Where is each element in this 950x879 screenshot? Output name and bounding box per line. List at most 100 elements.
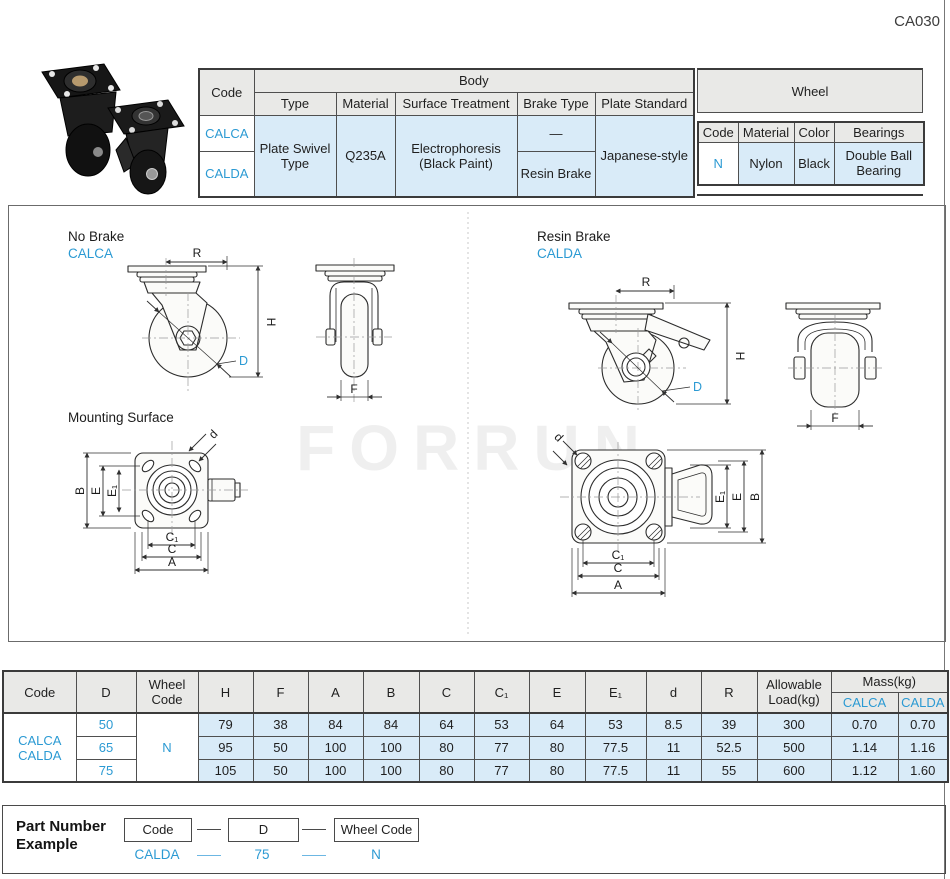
dim-cell: 8.5 <box>645 712 702 737</box>
table-row: 75 105 50 100 100 80 77 80 77.5 11 55 60… <box>3 758 949 783</box>
spec-plate-value: Japanese-style <box>594 114 695 198</box>
pn-code-value: CALDA <box>134 847 180 862</box>
dim-label-H: H <box>264 318 278 327</box>
calca-side-view: R H D <box>127 246 278 392</box>
calca-front-view: F <box>315 258 395 402</box>
spec-row-calda: CALDA <box>198 150 255 198</box>
dim-cell: 55 <box>700 758 758 783</box>
dim-cell: 100 <box>307 735 364 760</box>
dim-cell: 105 <box>197 758 254 783</box>
dim-label-H2: H <box>733 352 747 361</box>
dim-cell: 80 <box>528 758 586 783</box>
load-cell: 600 <box>756 758 832 783</box>
col-mass-calca: CALCA <box>830 691 899 714</box>
dim-label-D: D <box>239 354 248 368</box>
dim-label-d: d <box>206 427 221 442</box>
dim-cell: 50 <box>252 758 309 783</box>
dim-cell: 100 <box>307 758 364 783</box>
dim-cell: 53 <box>473 712 530 737</box>
dim-cell: 80 <box>418 735 475 760</box>
dim-cell: 39 <box>700 712 758 737</box>
doc-code: CA030 <box>894 13 940 30</box>
col-E1: E₁ <box>584 670 647 714</box>
mass-calda-cell: 1.60 <box>897 758 949 783</box>
spec-brake-calda: Resin Brake <box>516 150 596 198</box>
dim-label-A: A <box>168 555 176 569</box>
spec-col-type: Type <box>253 91 337 116</box>
dim-label-B-2: B <box>748 493 762 501</box>
dimension-table: Code D Wheel Code H F A B C C₁ E E₁ d R … <box>2 670 950 783</box>
pn-wheel-box: Wheel Code <box>334 818 419 842</box>
spec-col-plate: Plate Standard <box>594 91 695 116</box>
dim-cell: 80 <box>418 758 475 783</box>
dim-cell: 100 <box>362 735 420 760</box>
dim-label-C1-2: C₁ <box>612 548 625 562</box>
spec-material-value: Q235A <box>335 114 396 198</box>
spec-table: Code Body Type Material Surface Treatmen… <box>198 68 696 198</box>
spec-body-header: Body <box>253 68 695 93</box>
spec-wheel-table: Code Material Color Bearings N Nylon Bla… <box>697 121 925 186</box>
dim-cell: 95 <box>197 735 254 760</box>
spec-brake-calca: — <box>516 114 596 152</box>
caster-photo-right <box>107 99 185 195</box>
dim-label-R: R <box>193 246 202 260</box>
dim-cell: 77.5 <box>584 735 647 760</box>
mounting-view-calda: d E₁ E B C₁ C A <box>552 430 766 597</box>
dash-line <box>302 829 326 830</box>
no-brake-code: CALCA <box>68 246 114 261</box>
spec-row-calca: CALCA <box>198 114 255 152</box>
col-D: D <box>75 670 137 714</box>
calda-side-view: R H D <box>568 275 747 412</box>
spec-col-brake: Brake Type <box>516 91 596 116</box>
col-F: F <box>252 670 309 714</box>
dim-cell: 77 <box>473 735 530 760</box>
dim-label-D2: D <box>693 380 702 394</box>
col-C1: C₁ <box>473 670 530 714</box>
caster-photo-left <box>41 63 121 177</box>
dim-label-R2: R <box>642 275 651 289</box>
dim-label-A-2: A <box>614 578 622 592</box>
spec-type-value: Plate Swivel Type <box>253 114 337 198</box>
resin-brake-label: Resin Brake <box>537 229 611 244</box>
dim-cell: 100 <box>362 758 420 783</box>
diagram-panel <box>8 205 946 642</box>
dim-label-B: B <box>73 487 87 495</box>
col-mass-calda: CALDA <box>897 691 949 714</box>
dash-line-blue <box>302 855 326 856</box>
dim-cell: 64 <box>418 712 475 737</box>
spec-surface-value: Electrophoresis (Black Paint) <box>394 114 518 198</box>
col-E: E <box>528 670 586 714</box>
dim-cell: 77.5 <box>584 758 647 783</box>
dim-label-E1-2: E₁ <box>713 491 727 503</box>
pn-code-box: Code <box>124 818 192 842</box>
pn-wheel-value: N <box>371 847 381 862</box>
mounting-surface-label: Mounting Surface <box>68 410 174 425</box>
load-cell: 300 <box>756 712 832 737</box>
resin-brake-code: CALDA <box>537 246 583 261</box>
page-right-border <box>944 0 945 879</box>
wheel-bearings-value: Double Ball Bearing <box>833 141 925 186</box>
dim-cell: 80 <box>528 735 586 760</box>
d-cell: 75 <box>75 758 137 783</box>
dim-cell: 84 <box>307 712 364 737</box>
dash-line <box>197 829 221 830</box>
mass-calda-cell: 1.16 <box>897 735 949 760</box>
dim-cell: 52.5 <box>700 735 758 760</box>
dim-cell: 38 <box>252 712 309 737</box>
dim-cell: 64 <box>528 712 586 737</box>
col-mass: Mass(kg) <box>830 670 949 693</box>
mass-calda-cell: 0.70 <box>897 712 949 737</box>
spec-wheel-header: Wheel <box>697 68 923 113</box>
col-A: A <box>307 670 364 714</box>
dim-label-E: E <box>89 487 103 495</box>
calda-front-view: F <box>785 302 882 430</box>
col-d: d <box>645 670 702 714</box>
col-wheel-code: Wheel Code <box>135 670 199 714</box>
mass-calca-cell: 1.12 <box>830 758 899 783</box>
col-R: R <box>700 670 758 714</box>
col-H: H <box>197 670 254 714</box>
dim-label-C1: C₁ <box>166 530 179 544</box>
mass-calca-cell: 0.70 <box>830 712 899 737</box>
